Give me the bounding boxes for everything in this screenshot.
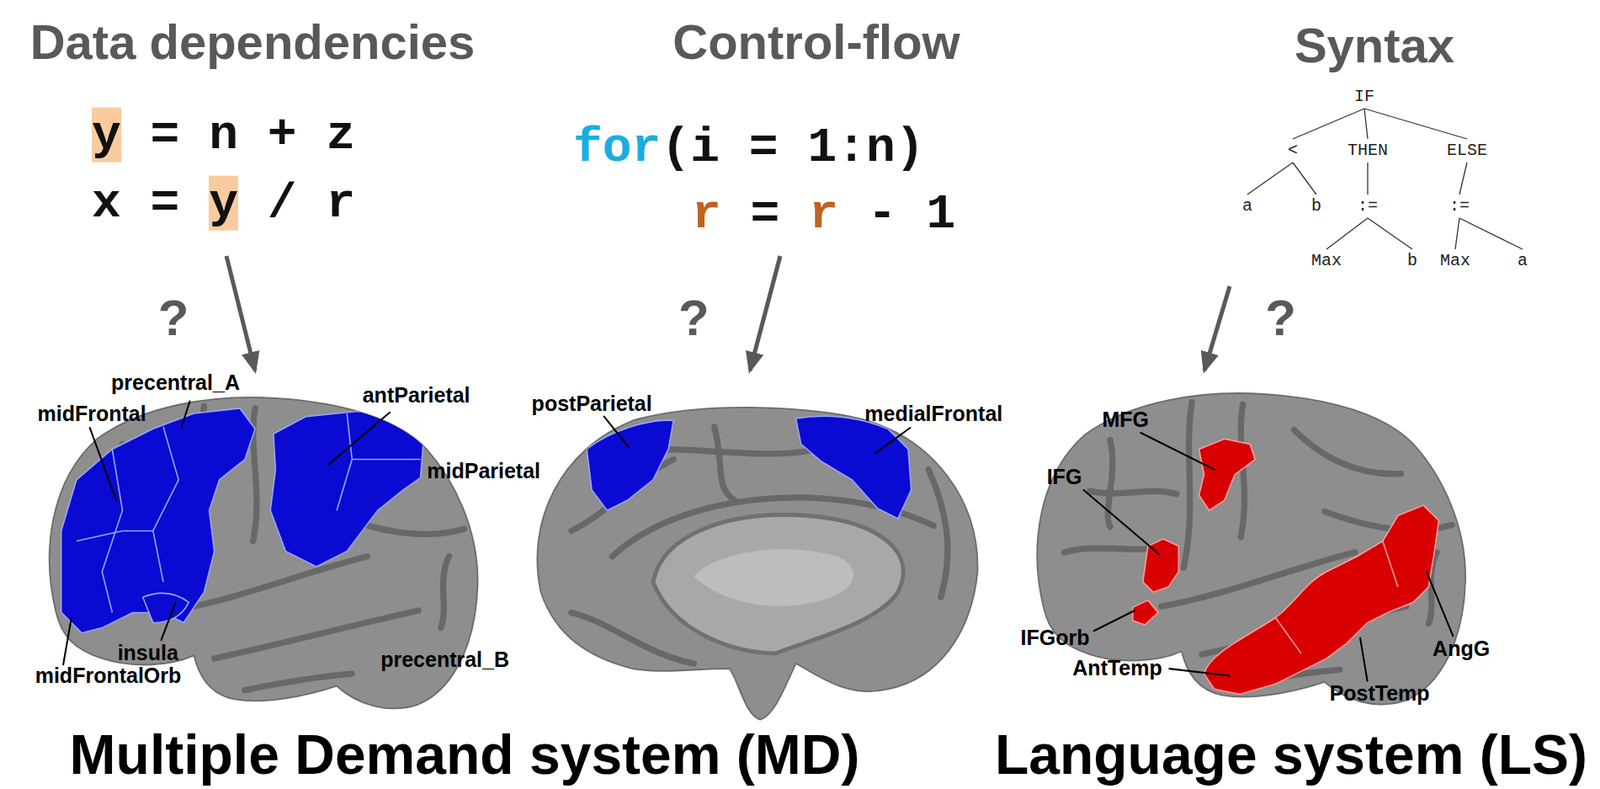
region-label: IFG [1047,466,1083,490]
brain-system: Multiple Demand system (MD) [33,370,896,789]
md-regions [61,408,424,633]
tree-label: := [1357,196,1378,217]
tree-branch [1367,217,1413,250]
tree-label: THEN [1347,140,1388,161]
code-line: for(i = 1:n) [573,120,925,177]
region-label: precentral_A [111,371,240,395]
tree-branch [1459,217,1523,250]
tree-label: ELSE [1446,140,1488,161]
tree-branch [1364,108,1368,139]
tree-branch [1364,108,1468,139]
region-label: precentral_B [380,648,510,673]
region-label: MFG [1101,409,1149,433]
system-title: Language system (LS) [994,722,1588,787]
system-title: Multiple Demand system (MD) [69,722,861,787]
region-label: IFGorb [1020,626,1090,650]
tree-node: b [1308,195,1324,218]
tree-node: a [1239,195,1255,218]
tree-node: THEN [1344,139,1391,162]
region-label: postParietal [531,392,653,416]
tree-node: Max [1308,249,1345,272]
tree-branch [1326,217,1368,250]
region-label: insula [117,641,179,665]
tree-branch [1459,162,1468,195]
region-label: medialFrontal [864,402,1003,426]
tree-label: b [1407,250,1418,272]
question-mark: ? [678,290,710,346]
flow-arrow [226,255,256,371]
tree-branch [1292,162,1317,195]
question-mark: ? [158,290,190,346]
tree-label: a [1517,250,1528,272]
tree-branch [1247,162,1293,195]
tree-label: IF [1354,86,1375,107]
tree-label: Max [1440,250,1471,272]
question-mark: ? [1265,290,1297,346]
flow-arrow [749,255,781,371]
ls-regions [1132,438,1440,694]
tree-label: Max [1311,250,1342,272]
lateral-brain [1036,393,1466,704]
tree-node: < [1285,139,1301,162]
tree-node: := [1446,195,1473,218]
tree-node: IF [1351,85,1377,108]
tree-label: b [1311,196,1322,217]
tree-label: < [1287,140,1298,161]
syntax-panel: SyntaxIF<THENELSEab:=:=MaxbMaxa [1206,3,1543,287]
region-label: PostTemp [1329,682,1430,707]
region-label: AntTemp [1072,656,1162,681]
region-label: midFrontal [37,402,147,426]
illustration-layer [49,393,1466,720]
code-line: x = y / r [91,175,356,233]
tree-node: Max [1437,249,1473,272]
medial-brain [536,407,978,720]
code-panel: Data dependencies y = n + z x = y / r [16,3,489,256]
tree-node: b [1404,249,1420,272]
brain-system: Language system (LS) [984,370,1598,789]
tree-node: := [1355,195,1381,218]
panel-heading: Syntax [1294,17,1455,75]
region-label: antParietal [362,384,471,409]
region-label: AngG [1432,637,1490,661]
tree-label: a [1242,196,1253,217]
tree-node: a [1514,249,1531,272]
panel-heading: Control-flow [672,14,960,71]
tree-branch [1455,217,1460,250]
region-label: midFrontalOrb [35,664,182,688]
leader-lines [63,400,1453,681]
code-line: r = r - 1 [691,186,956,244]
tree-node: ELSE [1444,139,1490,162]
panel-heading: Data dependencies [30,14,476,71]
tree-branch [1292,108,1365,139]
flow-arrow [1204,286,1230,371]
code-line: y = n + z [91,107,356,165]
tree-branch [1366,162,1368,195]
region-label: midParietal [426,459,541,484]
code-panel: Control-flow for(i = 1:n) r = r - 1 [555,3,1078,256]
tree-label: := [1449,196,1470,217]
